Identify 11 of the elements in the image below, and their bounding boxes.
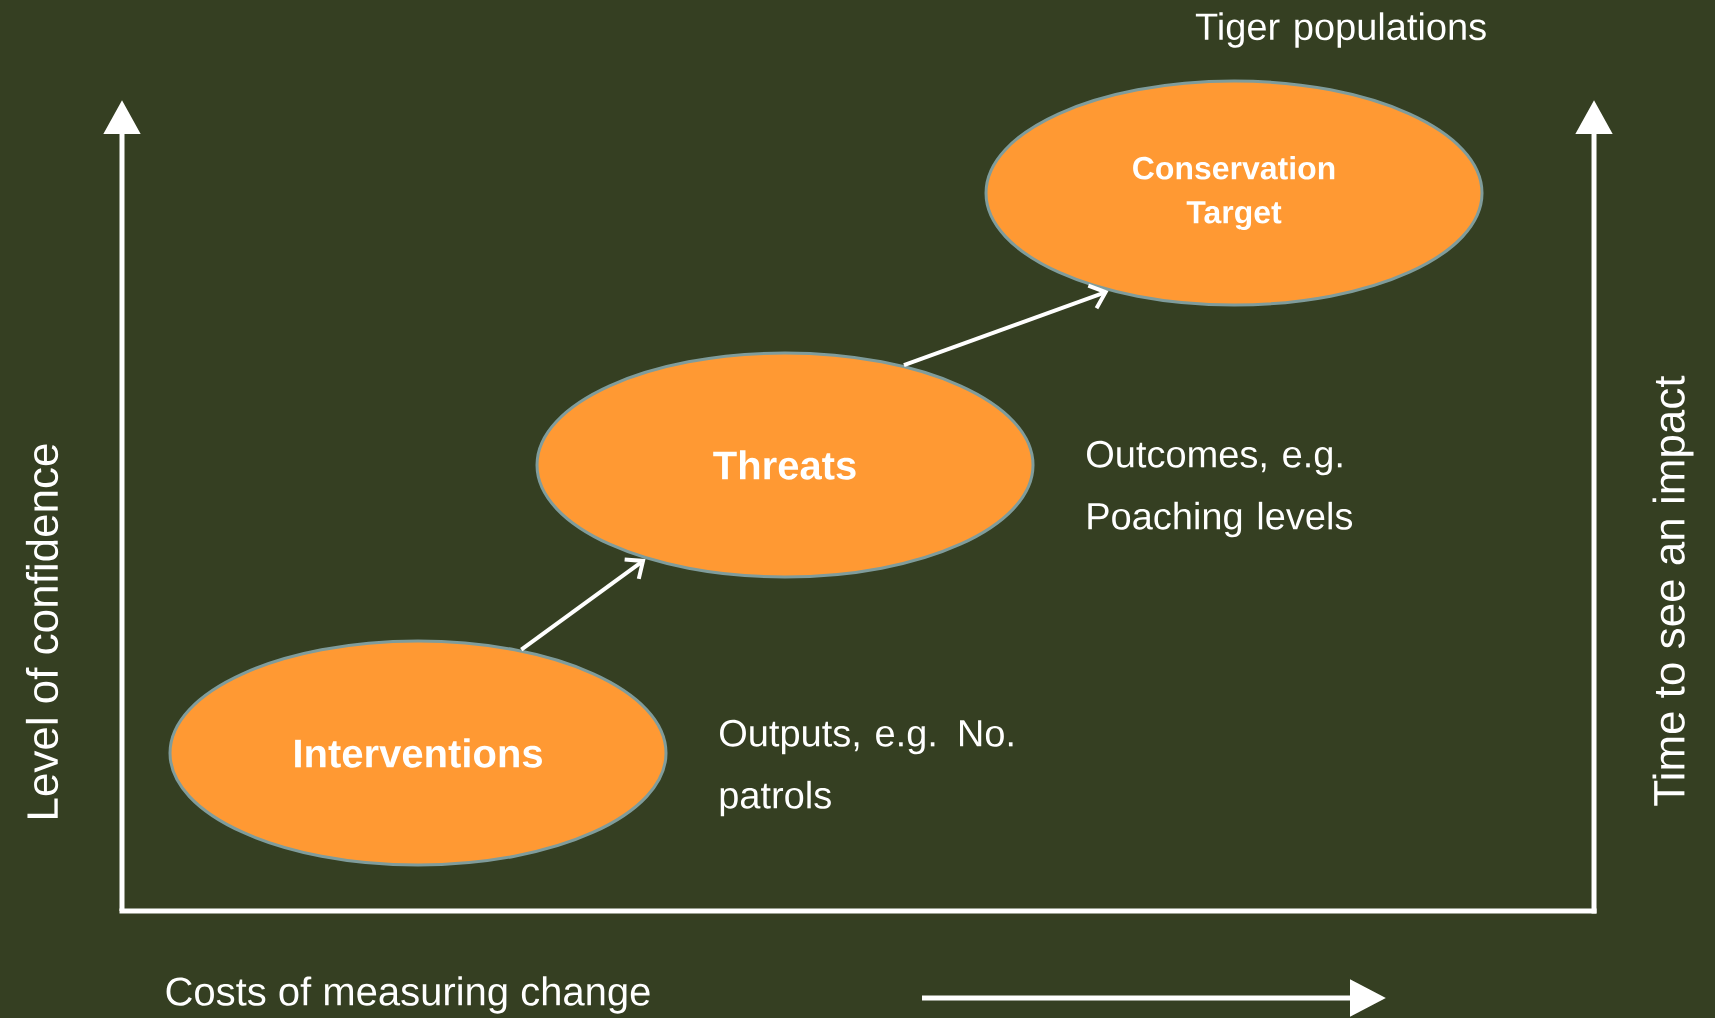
axis-label: Level of confidence [25, 444, 59, 818]
ellipse-node: Interventions [168, 639, 668, 867]
ellipse-node: Conservation Target [984, 79, 1484, 307]
arrow [903, 283, 1109, 368]
annotation-text: Outcomes, e.g. Poaching levels [1087, 440, 1353, 538]
annotation-text: Tiger populations [1195, 12, 1486, 48]
axis-label: Costs of measuring change [166, 976, 650, 1014]
arrow [520, 557, 646, 652]
axis-label: Time to see an impact [1652, 375, 1694, 806]
ellipse-node: Threats [535, 351, 1035, 579]
annotation-text: Outputs, e.g. No. patrols [720, 719, 1013, 817]
